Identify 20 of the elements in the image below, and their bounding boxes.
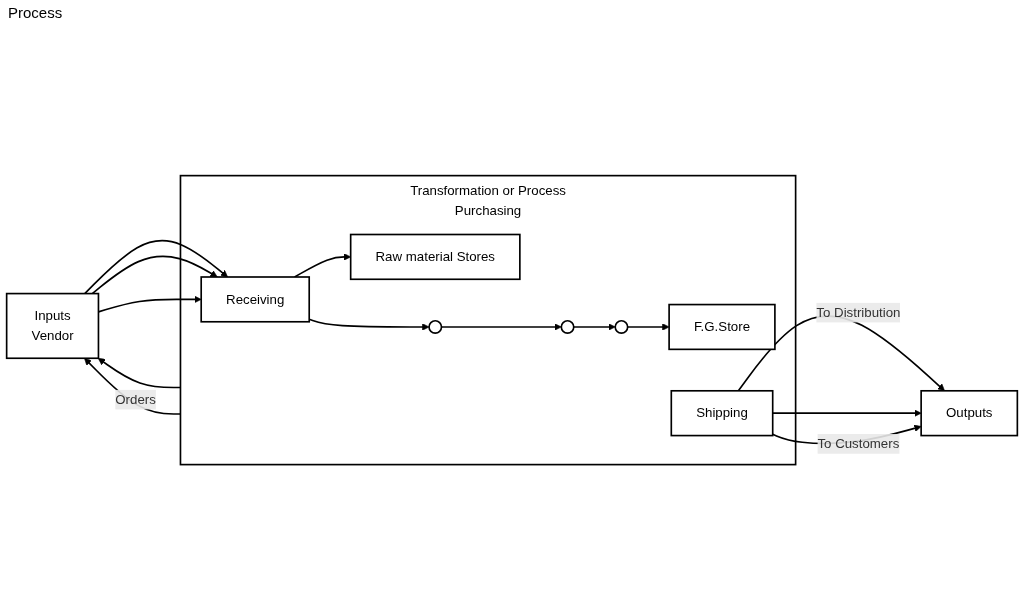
arrow — [91, 255, 218, 295]
edge-label: To Distribution — [816, 305, 901, 320]
arrow — [83, 240, 228, 295]
node-box: Raw material Stores — [349, 234, 521, 281]
node-circle — [428, 320, 443, 335]
node-box: F.G.Store — [668, 304, 776, 351]
node-circle — [560, 320, 575, 335]
note-label: Process — [8, 4, 63, 21]
node-box: Receiving — [200, 276, 311, 323]
node-box: Outputs — [920, 390, 1019, 437]
arrow — [293, 253, 351, 279]
node-box: Shipping — [670, 390, 774, 437]
edge-label: To Customers — [817, 436, 900, 451]
arrow — [440, 323, 562, 331]
node-circle — [614, 320, 629, 335]
edge-label: Orders — [115, 392, 156, 407]
arrow — [572, 323, 616, 331]
node-box: Inputs Vendor — [5, 293, 100, 360]
arrow — [626, 323, 670, 331]
arrow — [97, 358, 182, 389]
